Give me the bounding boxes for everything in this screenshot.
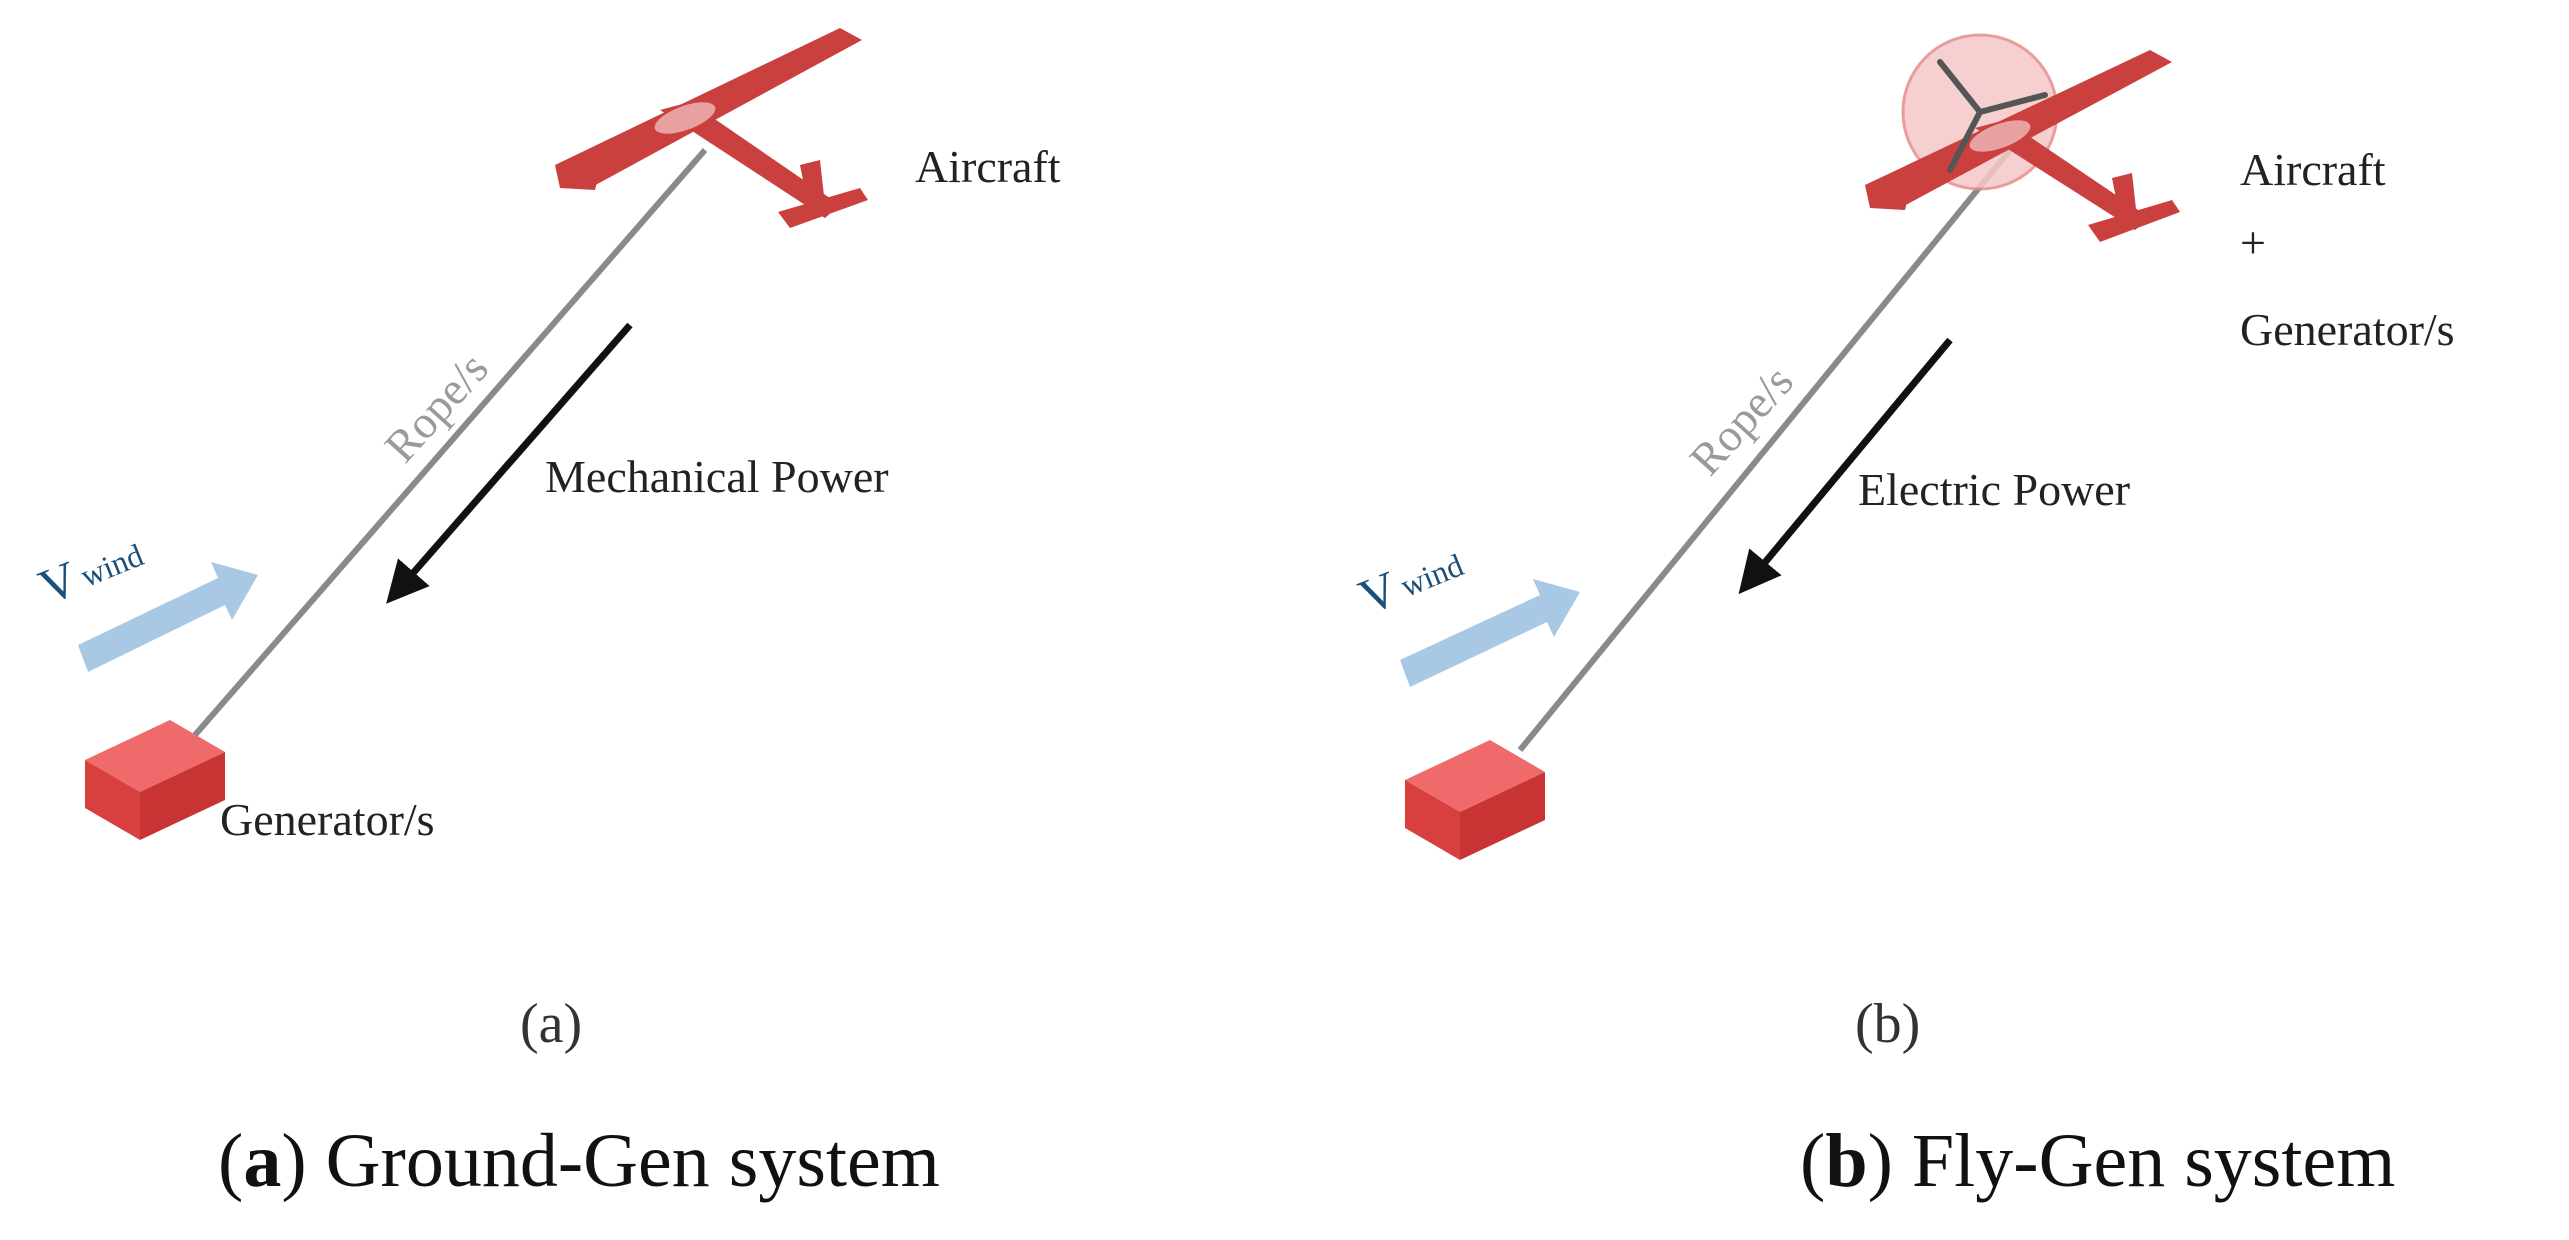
generator-box-a (85, 720, 225, 840)
wind-label-sub-a: wind (75, 537, 148, 594)
wind-label-a: V wind (31, 537, 148, 616)
aircraft-a (555, 28, 868, 228)
caption-a-text: Ground-Gen system (325, 1119, 940, 1203)
power-label-b: Electric Power (1858, 464, 2130, 515)
power-arrow-b (1738, 337, 1953, 595)
aircraft-label-a: Aircraft (915, 141, 1061, 192)
power-arrow-a (386, 322, 633, 604)
caption-a: (a) Ground-Gen system (218, 1119, 940, 1203)
aircraft-b (1865, 50, 2180, 242)
wind-label-b: V wind (1351, 547, 1468, 626)
power-label-a: Mechanical Power (545, 451, 889, 502)
rotor-blades-icon (1937, 59, 2048, 173)
caption-a-letter: a (243, 1119, 282, 1203)
aircraft-label-b-line2: + (2240, 217, 2266, 268)
sub-label-a: (a) (520, 993, 582, 1055)
wind-label-sub-b: wind (1395, 547, 1468, 604)
rope-a (192, 148, 708, 737)
panel-a: Rope/s Aircraft Mechanical Power V wind (31, 28, 1061, 1055)
caption-b: (b) Fly-Gen system (1800, 1119, 2396, 1203)
caption-b-text: Fly-Gen system (1911, 1119, 2396, 1203)
wind-arrow-b (1400, 579, 1580, 687)
panel-b: Rope/s Aircraft + Generator/s Electric P… (1351, 33, 2455, 1055)
sub-label-b: (b) (1855, 993, 1920, 1055)
rope-label-b: Rope/s (1680, 356, 1803, 485)
rope-b (1517, 148, 2013, 752)
caption-b-letter: b (1825, 1119, 1868, 1203)
aircraft-label-b-line3: Generator/s (2240, 304, 2455, 355)
ground-box-b (1405, 740, 1545, 860)
wind-arrow-a (78, 562, 258, 672)
aircraft-label-b-line1: Aircraft (2240, 144, 2386, 195)
generator-label-a: Generator/s (220, 794, 435, 845)
